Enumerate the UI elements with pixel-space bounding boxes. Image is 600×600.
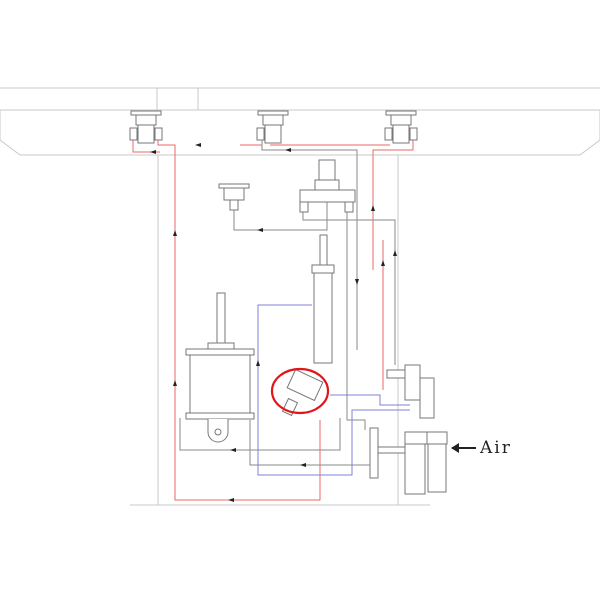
top-valve-left (129, 110, 163, 144)
main-cylinder (185, 292, 255, 443)
pressure-regulator-valve (299, 159, 356, 213)
pressure-gauge (218, 183, 250, 211)
flow-arrows (150, 143, 397, 502)
side-valve (386, 364, 435, 419)
air-inlet-arrow-icon (451, 443, 476, 453)
highlight-circle (270, 367, 330, 415)
signal-lines (257, 304, 410, 476)
frl-unit (369, 427, 448, 495)
air-inlet-label: Air (480, 438, 512, 458)
top-valve-center (256, 110, 289, 144)
vertical-cylinder (311, 234, 335, 364)
pilot-lines (179, 140, 396, 466)
top-valve-right (384, 110, 418, 144)
